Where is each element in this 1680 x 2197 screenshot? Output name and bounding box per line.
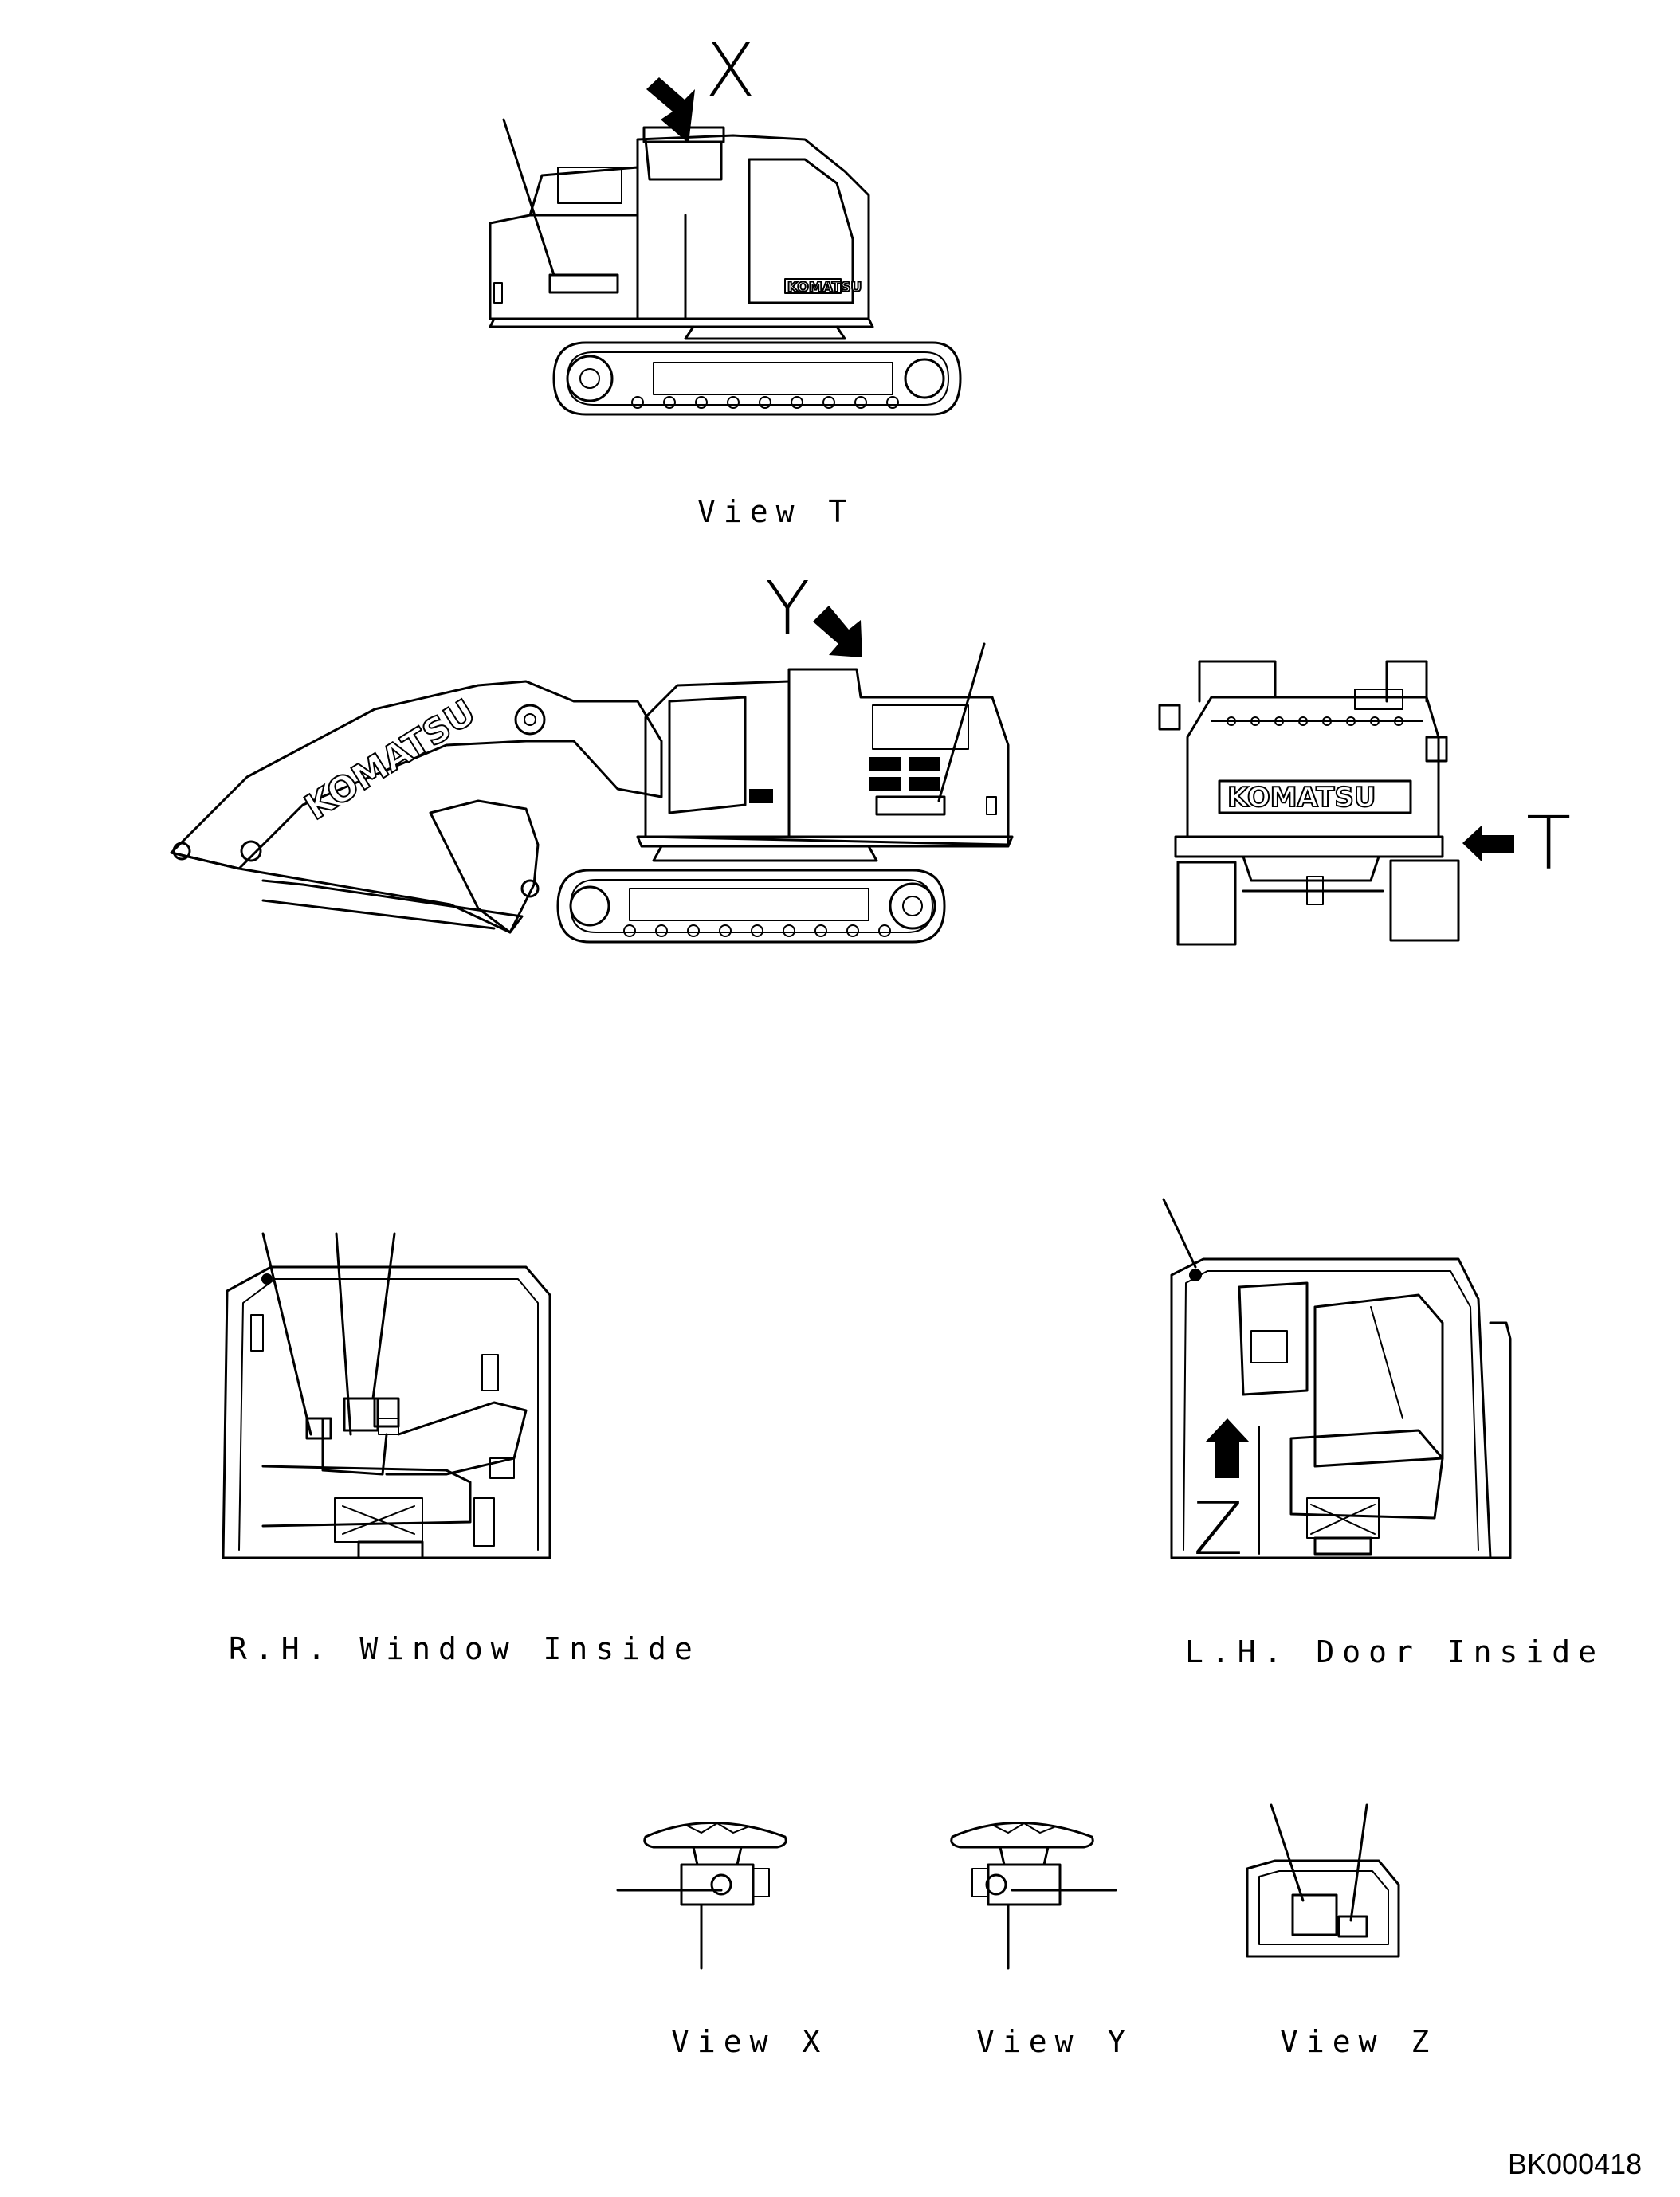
marker-z-label: Z [1193,1486,1243,1571]
lh-door-inside-caption: L.H. Door Inside [1185,1634,1604,1669]
leader-line [371,1232,396,1400]
arrow-z-icon [1205,1418,1250,1478]
leader-line [502,118,555,277]
marker-y-label: Y [765,566,810,651]
leader-line [261,1232,312,1436]
leader-line [937,642,986,802]
lh-door-inside-drawing: Z L.H. Door Inside [1162,1198,1604,1669]
excavator-rear-drawing: KOMATSU T [1158,660,1571,946]
view-t-excavator-drawing: X KOMATSU View T [489,28,962,529]
leader-line [1162,1198,1197,1269]
arrow-x-icon [646,77,695,143]
excavator-side-drawing: Y KOMATSU [170,566,1014,944]
logo-small-t: KOMATSU [787,280,862,296]
logo-rear: KOMATSU [1227,782,1376,814]
marker-x-label: X [705,28,756,113]
view-t-caption: View T [697,494,854,529]
rh-window-inside-caption: R.H. Window Inside [229,1631,701,1666]
view-y-caption: View Y [976,2024,1133,2059]
view-x-drawing: View X [616,1822,828,2059]
view-x-caption: View X [671,2024,828,2059]
leader-line [1349,1803,1368,1922]
view-z-drawing: View Z [1246,1803,1437,2059]
marker-t-label: T [1526,801,1571,886]
rh-window-inside-drawing: R.H. Window Inside [222,1232,701,1666]
view-z-caption: View Z [1280,2024,1437,2059]
view-y-drawing: View Y [950,1822,1133,2059]
arrow-y-icon [813,606,862,657]
document-id: BK000418 [1508,2148,1642,2180]
arrow-t-icon [1462,825,1514,862]
leader-line [1270,1803,1305,1902]
